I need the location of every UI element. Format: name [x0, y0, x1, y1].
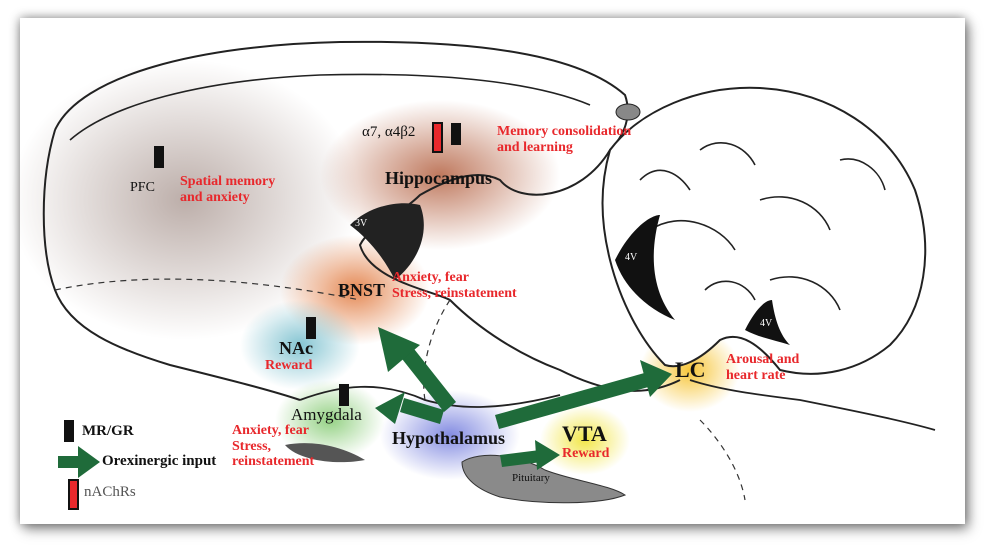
orexin-arrow-to-amygdala: [375, 392, 444, 424]
amygdala-label: Amygdala: [291, 405, 362, 424]
nac-function-label: Reward: [265, 358, 313, 373]
orexin-arrow-to-lc: [495, 360, 672, 429]
cortex-outline: [42, 40, 681, 401]
lc-function-line-2: heart rate: [726, 367, 786, 383]
fourth-ventricle-label-b: 4V: [760, 318, 773, 329]
amygdala-shape: [285, 443, 365, 463]
pfc-label: PFC: [130, 180, 155, 195]
hippocampus-function-label: Memory consolidation and learning: [497, 124, 631, 155]
third-ventricle-label: 3V: [355, 218, 368, 229]
lc-label: LC: [675, 357, 706, 382]
hippocampus-function-line-2: and learning: [497, 139, 573, 155]
lc-function-label: Arousal and heart rate: [726, 352, 799, 383]
lc-function-line-1: Arousal and: [726, 352, 800, 367]
cortex-inner-line: [69, 73, 591, 141]
hippocampus-label: Hippocampus: [385, 168, 493, 188]
bnst-function-label: Anxiety, fear Stress, reinstatement: [392, 270, 517, 301]
hippocampus-nachr-marker: [432, 122, 443, 153]
legend-nachr-marker: [68, 479, 79, 510]
amygdala-function-line-3: reinstatement: [232, 454, 315, 470]
legend-orexin-arrow: [58, 446, 100, 478]
brainstem-dashed-2: [699, 419, 746, 501]
amygdala-mrgr-marker: [339, 384, 349, 406]
third-ventricle: [350, 203, 424, 280]
cortex-dashed: [54, 278, 361, 301]
vta-function-label: Reward: [562, 446, 610, 461]
vta-label: VTA: [562, 421, 607, 446]
orexin-arrow-to-vta: [500, 440, 560, 470]
vta-glow: [540, 405, 630, 475]
fourth-ventricle-b: [745, 300, 790, 345]
pfc-function-label: Spatial memory and anxiety: [180, 174, 275, 205]
hippocampus-mrgr-marker: [451, 123, 461, 145]
amygdala-function-label: Anxiety, fear Stress, reinstatement: [232, 423, 314, 470]
orexin-arrow-to-bnst: [378, 327, 456, 412]
amygdala-function-line-2: Stress,: [232, 438, 272, 454]
brainstem-dashed: [423, 299, 451, 401]
legend-mrgr-label: MR/GR: [82, 423, 134, 439]
legend-orexin-label: Orexinergic input: [102, 453, 217, 469]
hippocampus-function-line-1: Memory consolidation: [497, 124, 632, 139]
fourth-ventricle-label-a: 4V: [625, 252, 638, 263]
pineal-gland: [615, 103, 641, 121]
legend-mrgr-marker: [64, 420, 74, 442]
pituitary-label: Pituitary: [512, 472, 550, 484]
cerebellum-folia: [639, 141, 886, 311]
bnst-function-line-1: Anxiety, fear: [392, 270, 469, 285]
pfc-mrgr-marker: [154, 146, 164, 168]
bnst-label: BNST: [338, 280, 386, 300]
pfc-function-line-2: and anxiety: [180, 189, 250, 205]
legend-nachr-label: nAChRs: [84, 484, 136, 500]
bnst-function-line-2: Stress, reinstatement: [392, 285, 517, 301]
hypothalamus-label: Hypothalamus: [392, 428, 506, 448]
fourth-ventricle-a: [615, 215, 675, 320]
pfc-glow: [10, 60, 360, 340]
pfc-function-line-1: Spatial memory: [180, 174, 276, 189]
nachr-subtypes-label: α7, α4β2: [362, 124, 416, 140]
nac-glow: [240, 300, 360, 390]
brainstem-lower: [299, 379, 936, 431]
nac-label: NAc: [279, 338, 313, 358]
nac-mrgr-marker: [306, 317, 316, 339]
amygdala-function-line-1: Anxiety, fear: [232, 423, 309, 438]
